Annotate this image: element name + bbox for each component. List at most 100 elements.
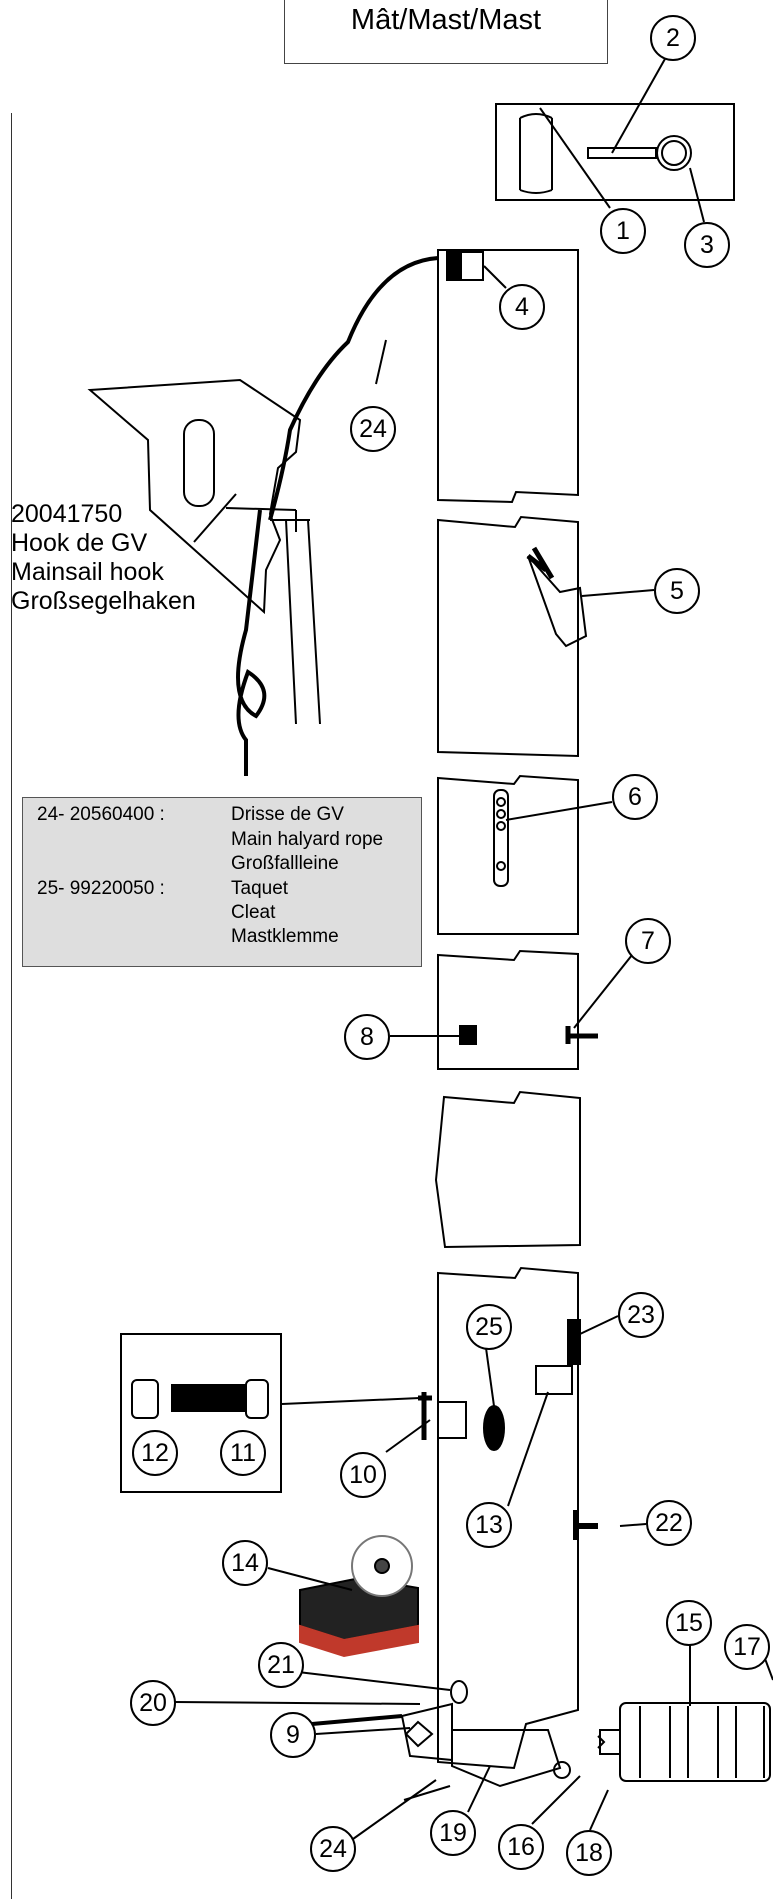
- leader-10b: [281, 1397, 421, 1405]
- callout-3: 3: [684, 222, 730, 268]
- leader-1: [539, 107, 611, 209]
- legend-text: Main halyard rope: [231, 829, 384, 850]
- callout-6: 6: [612, 774, 658, 820]
- leader-3: [689, 167, 705, 223]
- leader-24b: [345, 1779, 437, 1845]
- gooseneck-10: [437, 1401, 467, 1439]
- halyard-knot: [236, 509, 267, 776]
- legend-text: Mastklemme: [231, 926, 339, 947]
- callout-21: 21: [258, 1642, 304, 1688]
- leader-5: [581, 589, 655, 597]
- halyard-exit-block: [446, 251, 462, 281]
- callout-1: 1: [600, 208, 646, 254]
- fitting-8: [459, 1025, 477, 1045]
- callout-16: 16: [498, 1824, 544, 1870]
- callout-11: 11: [220, 1430, 266, 1476]
- mainsail-hook-label: 20041750 Hook de GV Mainsail hook Großse…: [11, 500, 196, 616]
- callout-13: 13: [466, 1502, 512, 1548]
- cleat-plate: [535, 1365, 573, 1395]
- cleat-block-14: [299, 1535, 419, 1658]
- callout-22: 22: [646, 1500, 692, 1546]
- callout-4: 4: [499, 284, 545, 330]
- callout-23: 23: [618, 1292, 664, 1338]
- hook-name-de: Großsegelhaken: [11, 587, 196, 615]
- callout-19: 19: [430, 1810, 476, 1856]
- legend-text: Cleat: [231, 902, 276, 923]
- callout-2: 2: [650, 15, 696, 61]
- leader-16: [531, 1775, 581, 1825]
- leader-6: [505, 801, 613, 821]
- legend-text: Drisse de GV: [231, 804, 344, 825]
- callout-9: 9: [270, 1712, 316, 1758]
- leader-22: [619, 1523, 647, 1527]
- legend-code: 25- 99220050 :: [37, 878, 165, 899]
- pulley-pin-detail-box: [495, 103, 735, 201]
- legend-text: Großfallleine: [231, 853, 339, 874]
- leader-10: [385, 1419, 431, 1453]
- left-border: [0, 113, 12, 1899]
- mast-segment-top: [437, 249, 579, 504]
- legend-text: Taquet: [231, 878, 289, 899]
- sheave-box-6: [493, 789, 509, 887]
- hook-name-fr: Hook de GV: [11, 529, 148, 557]
- callout-15: 15: [666, 1600, 712, 1646]
- leader-hook: [193, 493, 237, 543]
- pin-18: [553, 1761, 571, 1779]
- callout-17: 17: [724, 1624, 770, 1670]
- leader-21: [297, 1671, 451, 1691]
- bolt-nut-detail-box: [120, 1333, 282, 1493]
- callout-25: 25: [466, 1304, 512, 1350]
- mast-segment-3: [437, 774, 579, 935]
- callout-24-foot: 24: [310, 1826, 356, 1872]
- legend-code: 24- 20560400 :: [37, 804, 165, 825]
- sheave-drawing: [519, 113, 553, 194]
- rope-lead-5: [526, 546, 555, 580]
- fitting-22: [573, 1510, 598, 1540]
- leader-20: [173, 1701, 421, 1705]
- ring-drawing: [656, 135, 692, 171]
- parts-legend: 24- 20560400 : Drisse de GV Main halyard…: [22, 797, 422, 967]
- mast-segment-4: [437, 949, 579, 1070]
- hook-name-en: Mainsail hook: [11, 558, 164, 586]
- callout-10: 10: [340, 1452, 386, 1498]
- hook-code: 20041750: [11, 500, 123, 528]
- leader-19: [467, 1765, 491, 1813]
- leader-24a: [375, 339, 387, 385]
- leader-23: [579, 1315, 619, 1335]
- callout-5: 5: [654, 568, 700, 614]
- leader-2: [611, 49, 671, 154]
- mainsail-hook-drawing: [87, 378, 302, 615]
- callout-7: 7: [625, 918, 671, 964]
- callout-20: 20: [130, 1680, 176, 1726]
- leader-9: [315, 1727, 411, 1735]
- mast-step-19: [451, 1729, 562, 1788]
- exit-block-5: [527, 555, 588, 648]
- callout-12: 12: [132, 1430, 178, 1476]
- nut-12: [131, 1379, 159, 1419]
- fitting-7: [565, 1026, 598, 1044]
- pin-drawing: [587, 147, 657, 159]
- leader-25: [485, 1347, 495, 1407]
- mast-segment-2: [437, 515, 579, 758]
- leader-7: [573, 949, 637, 1029]
- callout-14: 14: [222, 1540, 268, 1586]
- page-title: Mât/Mast/Mast: [284, 0, 608, 64]
- ring-inner: [661, 140, 687, 166]
- leader-13: [507, 1391, 549, 1507]
- fitting-23: [567, 1319, 581, 1365]
- callout-24-halyard: 24: [350, 406, 396, 452]
- leader-14: [267, 1567, 353, 1591]
- leader-4: [483, 265, 507, 289]
- callout-8: 8: [344, 1014, 390, 1060]
- lug-21: [450, 1680, 468, 1704]
- triple-block-15: [597, 1702, 771, 1782]
- mast-segment-5: [434, 1090, 581, 1249]
- callout-18: 18: [566, 1830, 612, 1876]
- cleat-25: [483, 1405, 505, 1451]
- leader-18: [589, 1789, 609, 1831]
- tension-bar-9: [311, 1714, 403, 1726]
- mast-segment-bottom: [437, 1266, 579, 1770]
- foot-plate-9: [400, 1702, 453, 1762]
- bolt-11: [171, 1384, 247, 1412]
